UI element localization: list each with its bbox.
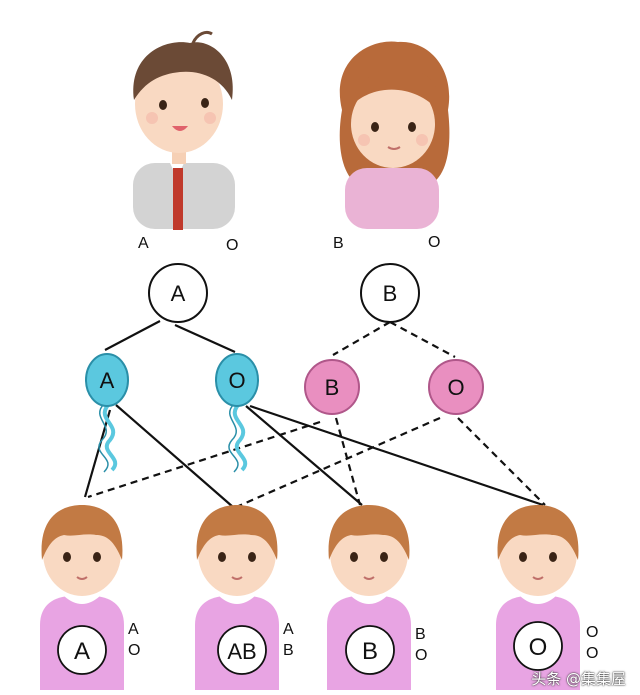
father-to-sperm-o-line	[174, 323, 236, 354]
sperm-a: A	[85, 353, 129, 473]
egg-b-to-child-b-line	[334, 417, 362, 506]
egg-b-label: B	[325, 375, 340, 400]
child-type-o: O O O	[496, 505, 598, 690]
egg-b: B	[304, 359, 360, 415]
egg-o-to-child-o-line	[457, 417, 546, 506]
child-o-type-label: O	[529, 634, 548, 661]
mother-to-egg-o-line	[389, 321, 456, 358]
mother-figure	[339, 41, 450, 229]
child-b-genotype-bottom: O	[415, 647, 427, 664]
sperm-o: O	[215, 353, 259, 473]
egg-b-to-child-ab-line	[87, 420, 321, 499]
mother-to-egg-b-line	[332, 321, 391, 356]
child-o-genotype-bottom: O	[586, 645, 598, 662]
inheritance-lines	[83, 320, 546, 510]
father-type-label: A	[171, 281, 186, 306]
sperm-a-to-child-ab-line	[115, 404, 234, 508]
mother-allele-left: B	[333, 235, 344, 252]
mother-type-node: B	[360, 263, 420, 323]
child-a-genotype-top: A	[128, 621, 139, 638]
child-o-genotype-top: O	[586, 624, 598, 641]
sperm-o-to-child-b-line	[245, 405, 363, 506]
sperm-o-to-child-o-line	[249, 404, 544, 507]
child-a-type-label: A	[74, 638, 90, 665]
child-ab-genotype-bottom: B	[283, 642, 294, 659]
father-allele-left: A	[138, 235, 149, 252]
child-ab-type-label: AB	[227, 639, 256, 664]
child-type-b: B B O	[327, 505, 427, 690]
sperm-o-label: O	[228, 368, 245, 393]
sperm-a-label: A	[100, 368, 115, 393]
sperm-a-to-child-a-line	[83, 409, 112, 498]
egg-o-to-child-a-line	[233, 416, 441, 510]
father-type-node: A	[148, 263, 208, 323]
father-to-sperm-a-line	[104, 320, 161, 351]
child-b-genotype-top: B	[415, 626, 426, 643]
egg-o-label: O	[447, 375, 464, 400]
child-type-ab: AB A B	[195, 505, 294, 690]
child-type-a: A A O	[40, 505, 140, 690]
watermark-text: 头条 @集集屋	[531, 670, 626, 688]
egg-o: O	[428, 359, 484, 415]
father-figure	[133, 30, 235, 230]
child-ab-genotype-top: A	[283, 621, 294, 638]
mother-type-label: B	[383, 281, 398, 306]
child-b-type-label: B	[362, 638, 378, 665]
child-a-genotype-bottom: O	[128, 642, 140, 659]
father-allele-right: O	[226, 237, 238, 254]
mother-allele-right: O	[428, 234, 440, 251]
